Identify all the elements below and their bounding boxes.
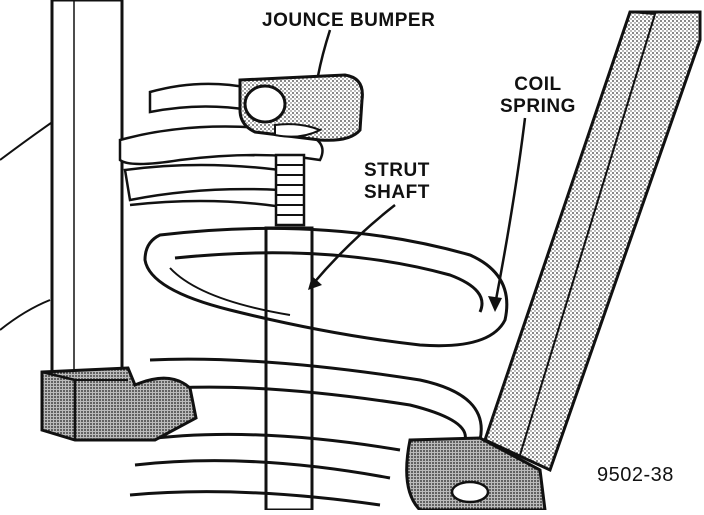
strut-shaft-thread (274, 153, 306, 227)
leader-lines (308, 29, 527, 312)
leader-coil-spring (493, 117, 527, 306)
leader-jounce-bumper (316, 29, 332, 77)
label-strut-line1: STRUT (364, 160, 430, 181)
leader-strut-shaft (311, 204, 396, 286)
label-coil-line2: SPRING (500, 96, 576, 117)
coil-spring (129, 226, 509, 507)
arrowhead-strut-shaft (308, 276, 322, 290)
label-coil-spring: COIL SPRING (500, 74, 576, 118)
strut-shaft (264, 226, 314, 512)
arrowhead-coil-spring (488, 296, 502, 312)
label-strut-line2: SHAFT (364, 182, 430, 203)
body-panel-line-lower (0, 299, 51, 331)
lower-spring-seat-bracket (40, 366, 198, 442)
label-jounce-bumper: JOUNCE BUMPER (262, 10, 436, 31)
label-strut-shaft: STRUT SHAFT (364, 160, 430, 204)
strut-tube (50, 0, 124, 382)
figure-number: 9502-38 (597, 464, 674, 486)
label-coil-line1: COIL (514, 74, 562, 95)
jounce-bumper (238, 73, 364, 142)
upper-coil-turns (118, 82, 324, 212)
lower-right-bracket (405, 436, 547, 512)
spring-compressor-bar (483, 10, 702, 473)
